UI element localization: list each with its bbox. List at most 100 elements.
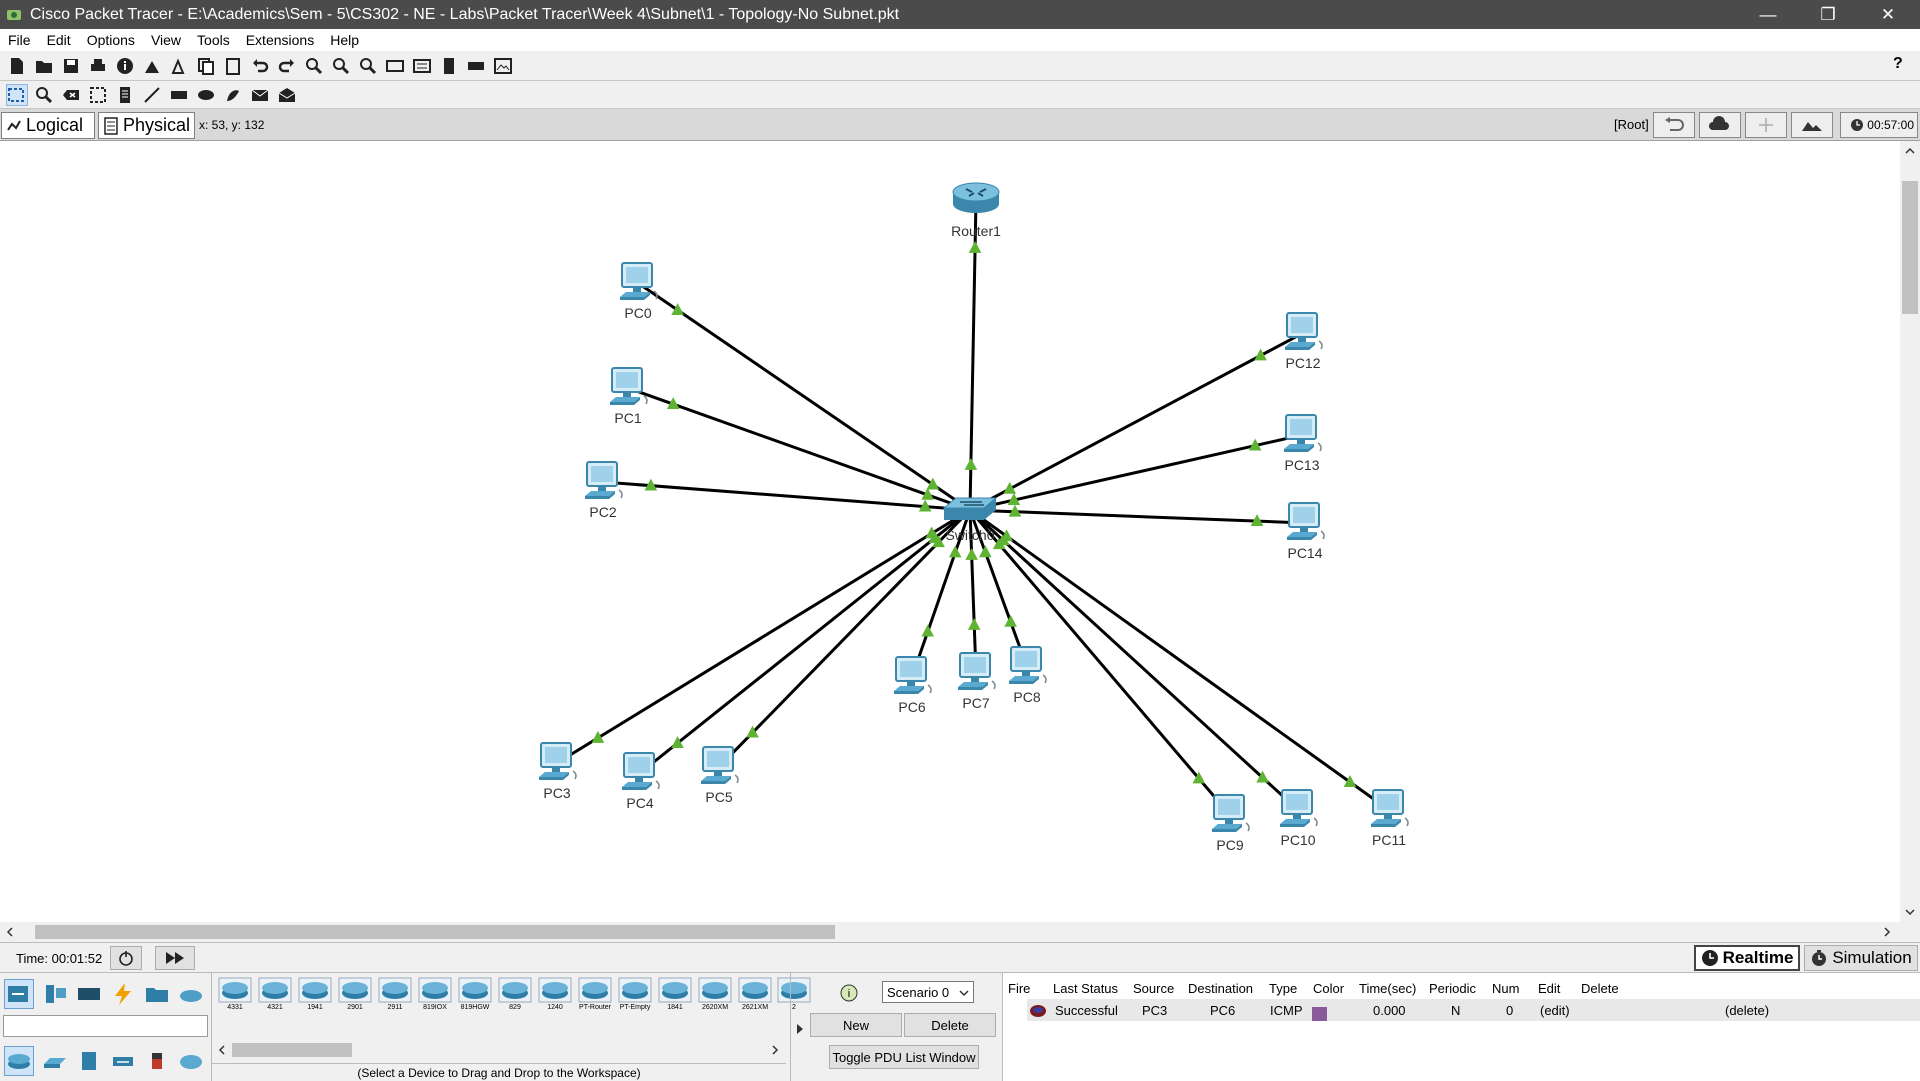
minimize-button[interactable]: — bbox=[1745, 0, 1791, 29]
pc8-device[interactable]: PC8 bbox=[1009, 646, 1047, 705]
delete-tool[interactable] bbox=[60, 84, 82, 106]
new-file-button[interactable] bbox=[6, 55, 28, 77]
components-category[interactable] bbox=[74, 979, 104, 1009]
end-devices-category[interactable] bbox=[40, 979, 70, 1009]
save-button[interactable] bbox=[60, 55, 82, 77]
add-simple-pdu-tool[interactable] bbox=[249, 84, 271, 106]
router-model-2621xm[interactable]: 2621XM bbox=[736, 977, 774, 1015]
link-switch0-pc1[interactable] bbox=[627, 386, 971, 512]
scenario-info-icon[interactable]: i bbox=[839, 983, 859, 1003]
simulation-mode-button[interactable]: Simulation bbox=[1804, 945, 1918, 971]
router-model-pt-empty[interactable]: PT-Empty bbox=[616, 977, 654, 1015]
model-scroll-thumb[interactable] bbox=[232, 1043, 352, 1057]
pc12-device[interactable]: PC12 bbox=[1285, 312, 1323, 371]
link-switch0-pc2[interactable] bbox=[602, 480, 971, 512]
miscellaneous-category[interactable] bbox=[142, 979, 172, 1009]
pc13-device[interactable]: PC13 bbox=[1284, 414, 1322, 473]
cluster-button[interactable] bbox=[438, 55, 460, 77]
copy-button[interactable] bbox=[195, 55, 217, 77]
expand-arrow-icon[interactable] bbox=[795, 1023, 805, 1035]
router-model-1841[interactable]: 1841 bbox=[656, 977, 694, 1015]
link-switch0-pc11[interactable] bbox=[969, 508, 1390, 812]
model-scroll-left-icon[interactable] bbox=[217, 1045, 227, 1055]
router-model-2901[interactable]: 2901 bbox=[336, 977, 374, 1015]
scroll-right-icon[interactable] bbox=[1882, 927, 1892, 937]
workspace-horizontal-scrollbar[interactable] bbox=[0, 922, 1900, 942]
pc4-device[interactable]: PC4 bbox=[622, 752, 660, 811]
workspace-vertical-scrollbar[interactable] bbox=[1900, 141, 1920, 922]
router-model-819hgw[interactable]: 819HGW bbox=[456, 977, 494, 1015]
table-row[interactable] bbox=[1027, 999, 1920, 1021]
pc14-device[interactable]: PC14 bbox=[1287, 502, 1325, 561]
move-object-button[interactable] bbox=[1745, 112, 1787, 138]
cluster-view-button[interactable] bbox=[1699, 112, 1741, 138]
scroll-down-icon[interactable] bbox=[1905, 907, 1915, 917]
pc10-device[interactable]: PC10 bbox=[1280, 789, 1318, 848]
print-button[interactable] bbox=[87, 55, 109, 77]
multiuser-category[interactable] bbox=[176, 979, 206, 1009]
network-devices-category[interactable] bbox=[4, 979, 34, 1009]
menu-view[interactable]: View bbox=[150, 32, 182, 48]
row-edit-link[interactable]: (edit) bbox=[1540, 1003, 1570, 1018]
help-icon[interactable]: ? bbox=[1893, 55, 1903, 72]
wireless-subcategory[interactable] bbox=[108, 1046, 138, 1076]
back-button[interactable] bbox=[1653, 112, 1695, 138]
activity-wizard-button[interactable] bbox=[168, 55, 190, 77]
paste-button[interactable] bbox=[222, 55, 244, 77]
server-button[interactable] bbox=[465, 55, 487, 77]
menu-options[interactable]: Options bbox=[86, 32, 135, 48]
menu-tools[interactable]: Tools bbox=[197, 32, 230, 48]
drawing-palette-button[interactable] bbox=[384, 55, 406, 77]
link-switch0-pc7[interactable] bbox=[968, 509, 978, 674]
pc1-device[interactable]: PC1 bbox=[610, 367, 648, 426]
router-model-pt-router[interactable]: PT-Router bbox=[576, 977, 614, 1015]
resize-tool[interactable] bbox=[87, 84, 109, 106]
new-scenario-button[interactable]: New bbox=[810, 1013, 902, 1037]
hubs-subcategory[interactable] bbox=[74, 1046, 104, 1076]
open-button[interactable] bbox=[33, 55, 55, 77]
restore-button[interactable]: ❐ bbox=[1805, 0, 1851, 29]
web-view-button[interactable] bbox=[492, 55, 514, 77]
delete-scenario-button[interactable]: Delete bbox=[904, 1013, 996, 1037]
network-info-button[interactable] bbox=[141, 55, 163, 77]
menu-help[interactable]: Help bbox=[330, 32, 359, 48]
pc11-device[interactable]: PC11 bbox=[1371, 789, 1409, 848]
pc2-device[interactable]: PC2 bbox=[585, 461, 623, 520]
router-model-1941[interactable]: 1941 bbox=[296, 977, 334, 1015]
scroll-left-icon[interactable] bbox=[5, 927, 15, 937]
menu-edit[interactable]: Edit bbox=[46, 32, 71, 48]
draw-rectangle-tool[interactable] bbox=[168, 84, 190, 106]
custom-devices-button[interactable] bbox=[411, 55, 433, 77]
routers-subcategory[interactable] bbox=[4, 1046, 34, 1076]
link-switch0-pc13[interactable] bbox=[969, 433, 1303, 512]
undo-button[interactable] bbox=[249, 55, 271, 77]
wan-emulation-subcategory[interactable] bbox=[176, 1046, 206, 1076]
router-model-2620xm[interactable]: 2620XM bbox=[696, 977, 734, 1015]
pc0-device[interactable]: PC0 bbox=[620, 262, 658, 321]
close-button[interactable]: ✕ bbox=[1865, 0, 1911, 29]
menu-file[interactable]: File bbox=[8, 32, 31, 48]
vertical-scroll-thumb[interactable] bbox=[1902, 181, 1918, 314]
link-switch0-pc3[interactable] bbox=[556, 508, 971, 765]
router-model-829[interactable]: 829 bbox=[496, 977, 534, 1015]
link-switch0-pc0[interactable] bbox=[637, 281, 971, 512]
pc9-device[interactable]: PC9 bbox=[1212, 794, 1250, 853]
scenario-select[interactable]: Scenario 0 bbox=[882, 981, 974, 1003]
link-switch0-pc8[interactable] bbox=[968, 509, 1029, 668]
device-search-field[interactable] bbox=[3, 1015, 208, 1037]
router1-device[interactable]: Router1 bbox=[951, 182, 1001, 239]
tab-logical[interactable]: Logical bbox=[1, 112, 95, 139]
router-model-819iox[interactable]: 819IOX bbox=[416, 977, 454, 1015]
switches-subcategory[interactable] bbox=[40, 1046, 70, 1076]
link-switch0-pc4[interactable] bbox=[639, 508, 971, 775]
link-switch0-pc10[interactable] bbox=[968, 508, 1300, 812]
zoom-reset-button[interactable] bbox=[330, 55, 352, 77]
link-switch0-pc12[interactable] bbox=[969, 331, 1304, 512]
info-button[interactable] bbox=[114, 55, 136, 77]
inspect-tool[interactable] bbox=[33, 84, 55, 106]
model-list-scrollbar[interactable] bbox=[214, 1041, 784, 1059]
power-cycle-button[interactable] bbox=[110, 946, 142, 970]
link-switch0-pc14[interactable] bbox=[969, 508, 1306, 525]
pc6-device[interactable]: PC6 bbox=[894, 656, 932, 715]
